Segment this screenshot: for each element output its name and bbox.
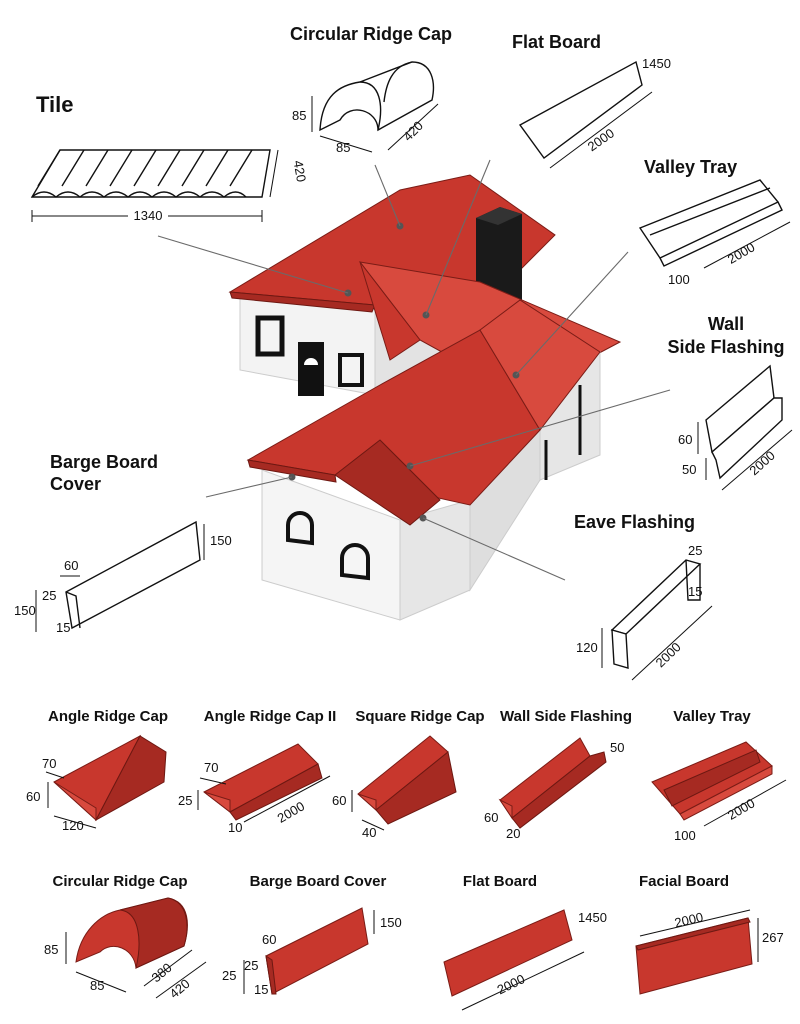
flat-board-dim-l: 2000: [585, 125, 617, 154]
svg-text:25: 25: [222, 968, 236, 983]
crc-dim-w: 85: [336, 140, 350, 155]
arched-window-icon: [286, 511, 314, 546]
catalog-angle-ridge-cap-ii: Angle Ridge Cap II 70 25 10 2000: [178, 708, 336, 835]
svg-text:85: 85: [44, 942, 58, 957]
wsf-label-1: Wall: [708, 314, 744, 334]
svg-text:20: 20: [506, 826, 520, 841]
wsf-dim-b: 50: [682, 462, 696, 477]
valley-tray-label: Valley Tray: [644, 157, 737, 177]
crc-dim-l: 420: [400, 118, 426, 144]
svg-text:50: 50: [610, 740, 624, 755]
svg-text:1450: 1450: [578, 910, 607, 925]
catalog-facial-board: Facial Board 2000 267: [635, 873, 784, 995]
catalog-barge-board-cover: Barge Board Cover 150 60 25 25 15: [222, 873, 402, 997]
valley-tray-dim-l: 2000: [725, 239, 758, 266]
ef-dim-120: 120: [576, 640, 598, 655]
svg-text:Valley Tray: Valley Tray: [673, 708, 751, 725]
crc-dim-h: 85: [292, 108, 306, 123]
catalog-row-1: Angle Ridge Cap 70 60 120 Angle Ridge Ca…: [26, 708, 787, 843]
ef-dim-15: 15: [688, 584, 702, 599]
svg-text:Flat Board: Flat Board: [463, 873, 537, 890]
svg-text:Angle Ridge Cap II: Angle Ridge Cap II: [204, 708, 337, 725]
svg-text:70: 70: [42, 756, 56, 771]
circular-ridge-cap-label: Circular Ridge Cap: [290, 24, 452, 44]
svg-text:Barge Board Cover: Barge Board Cover: [250, 873, 387, 890]
callout-barge-board-cover: Barge Board Cover 150 60 25 150 15: [14, 452, 232, 635]
svg-text:2000: 2000: [673, 909, 705, 930]
svg-text:Square Ridge Cap: Square Ridge Cap: [355, 708, 484, 725]
bbc-dim-150: 150: [14, 603, 36, 618]
bbc-dim-15: 15: [56, 620, 70, 635]
bbc-dim-25: 25: [42, 588, 56, 603]
bbc-dim-60: 60: [64, 558, 78, 573]
catalog-angle-ridge-cap: Angle Ridge Cap 70 60 120: [26, 708, 168, 833]
svg-text:60: 60: [262, 932, 276, 947]
bbc-dim-top: 150: [210, 533, 232, 548]
catalog-circular-ridge-cap: Circular Ridge Cap 85 85 380 420: [44, 873, 207, 1001]
callout-tile: Tile 1340 420: [30, 92, 310, 223]
catalog-valley-tray: Valley Tray 2000 100: [651, 708, 787, 843]
svg-text:Wall Side Flashing: Wall Side Flashing: [500, 708, 632, 725]
svg-text:70: 70: [204, 760, 218, 775]
catalog-wall-side-flashing: Wall Side Flashing 50 60 20: [484, 708, 632, 841]
catalog-label: Angle Ridge Cap: [48, 708, 168, 725]
svg-text:60: 60: [332, 793, 346, 808]
ef-dim-l: 2000: [653, 639, 684, 670]
wsf-label-2: Side Flashing: [667, 337, 784, 357]
svg-text:2000: 2000: [495, 971, 528, 997]
house-illustration: [228, 174, 622, 621]
svg-text:Circular Ridge Cap: Circular Ridge Cap: [52, 873, 187, 890]
catalog-row-2: Circular Ridge Cap 85 85 380 420 Barge B…: [44, 873, 784, 1011]
svg-text:420: 420: [166, 976, 192, 1001]
ef-dim-25: 25: [688, 543, 702, 558]
door-icon: [298, 342, 324, 396]
svg-text:25: 25: [178, 793, 192, 808]
bbc-label-1: Barge Board: [50, 452, 158, 472]
svg-text:Facial Board: Facial Board: [639, 873, 729, 890]
svg-text:2000: 2000: [725, 795, 758, 822]
svg-text:10: 10: [228, 820, 242, 835]
valley-tray-dim-w: 100: [668, 272, 690, 287]
callout-wall-side-flashing: Wall Side Flashing 60 50 2000: [667, 314, 793, 491]
svg-text:60: 60: [484, 810, 498, 825]
leader-lines: [157, 159, 671, 581]
callout-valley-tray: Valley Tray 100 2000: [638, 157, 791, 287]
catalog-square-ridge-cap: Square Ridge Cap 60 40: [332, 708, 485, 840]
svg-text:85: 85: [90, 978, 104, 993]
bbc-label-2: Cover: [50, 474, 101, 494]
svg-text:25: 25: [244, 958, 258, 973]
callout-flat-board: Flat Board 1450 2000: [512, 32, 671, 169]
svg-text:100: 100: [674, 828, 696, 843]
chimney: [476, 207, 522, 300]
svg-text:380: 380: [148, 960, 174, 985]
tile-label: Tile: [36, 92, 74, 117]
svg-text:120: 120: [62, 818, 84, 833]
svg-text:267: 267: [762, 930, 784, 945]
tile-dim-width: 420: [291, 159, 310, 183]
wsf-dim-a: 60: [678, 432, 692, 447]
window-icon: [255, 315, 285, 357]
svg-text:150: 150: [380, 915, 402, 930]
svg-text:15: 15: [254, 982, 268, 997]
tile-dim-length: 1340: [134, 208, 163, 223]
svg-text:60: 60: [26, 789, 40, 804]
flat-board-label: Flat Board: [512, 32, 601, 52]
catalog-flat-board: Flat Board 1450 2000: [443, 873, 607, 1011]
flat-board-dim-w: 1450: [642, 56, 671, 71]
svg-text:40: 40: [362, 825, 376, 840]
wsf-dim-l: 2000: [746, 448, 778, 478]
callout-eave-flashing: Eave Flashing 25 15 120 2000: [574, 512, 713, 681]
callout-circular-ridge-cap: Circular Ridge Cap 85 85 420: [290, 24, 452, 155]
eave-flashing-label: Eave Flashing: [574, 512, 695, 532]
